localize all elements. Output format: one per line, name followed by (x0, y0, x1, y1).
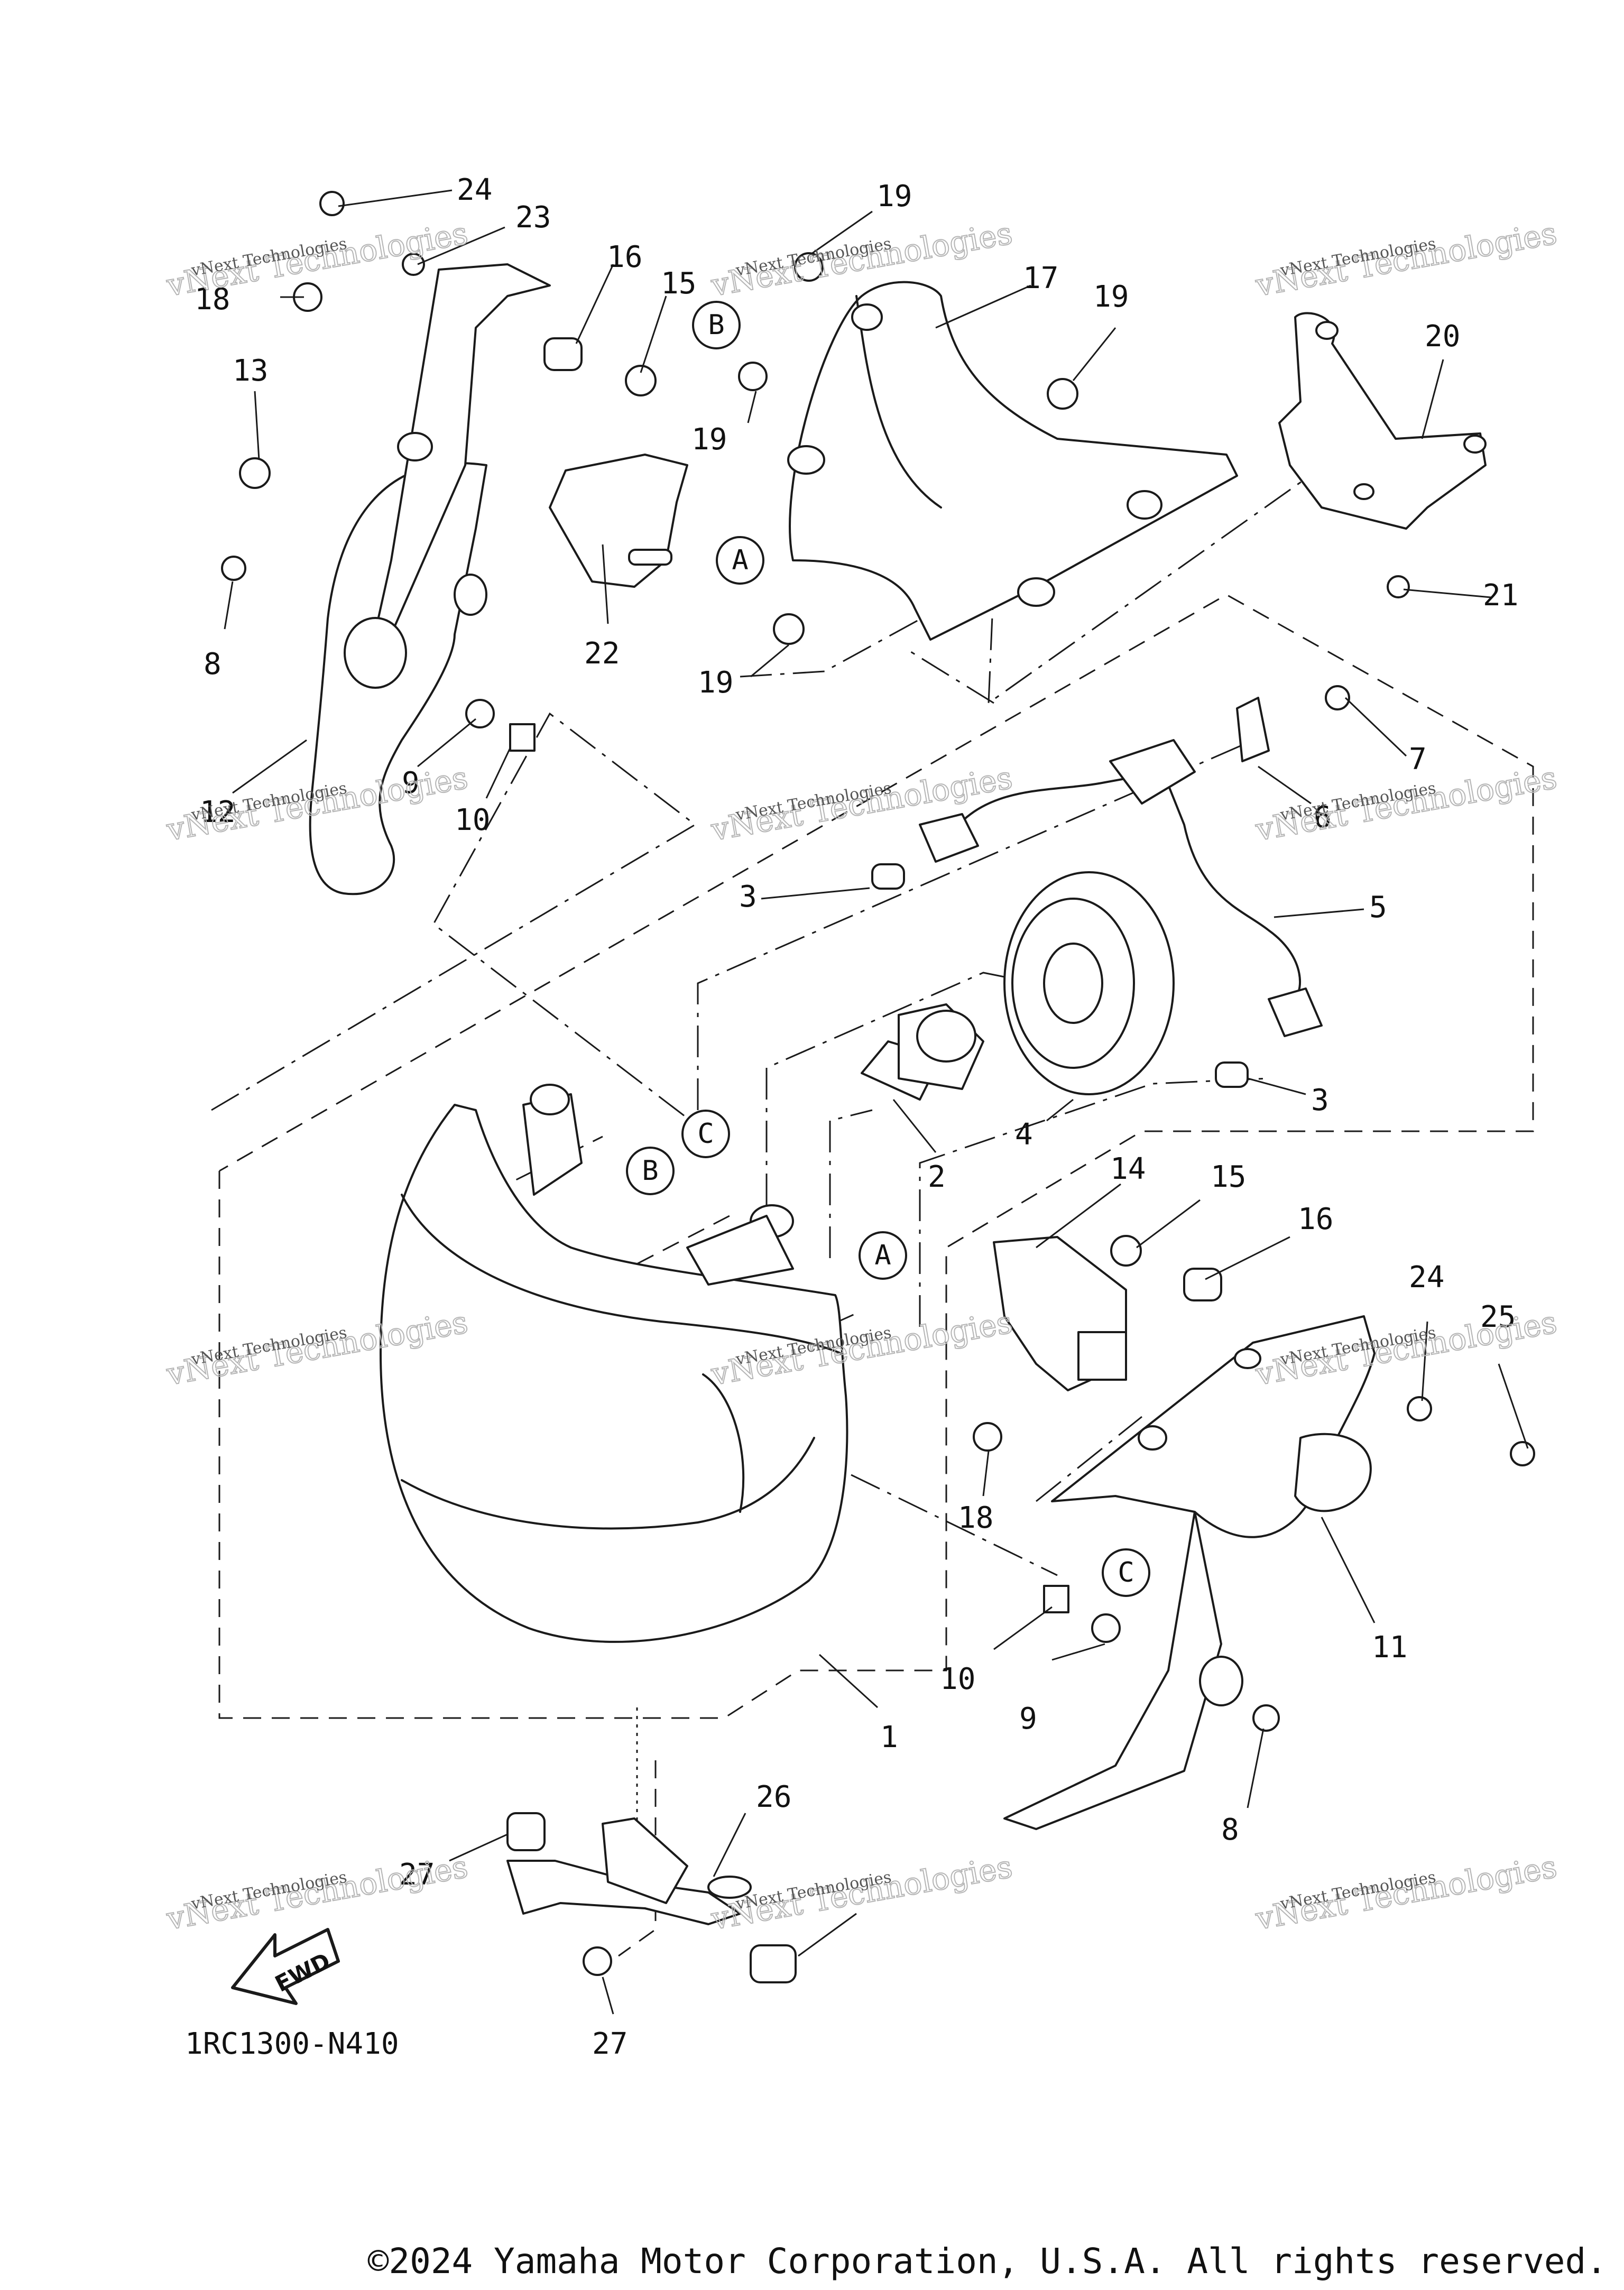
callout-24-right: 25 (1480, 1300, 1516, 1334)
callout-19-right: 19 (1093, 280, 1129, 314)
reference-marks: B A B C A C (626, 301, 1150, 1597)
left-bracket (309, 263, 551, 895)
callout-10-right: 10 (940, 1662, 975, 1696)
copyright-notice: ©2024 Yamaha Motor Corporation, U.S.A. A… (368, 2241, 1607, 2282)
callout-15-right: 15 (1211, 1160, 1246, 1194)
callout-11: 11 (1372, 1630, 1407, 1665)
callout-6: 6 (1314, 800, 1332, 835)
callout-13: 13 (233, 354, 268, 388)
callout-3-left: 3 (739, 880, 757, 914)
callout-18: 18 (195, 282, 230, 317)
callout-8-right: 8 (1221, 1813, 1239, 1847)
callout-14: 14 (1110, 1152, 1146, 1186)
callout-7: 7 (1409, 742, 1427, 777)
callout-20: 20 (1425, 319, 1460, 354)
callout-1: 1 (880, 1720, 898, 1755)
callout-8: 8 (204, 647, 222, 681)
callout-5: 5 (1369, 890, 1387, 925)
upper-bracket (1278, 312, 1487, 530)
ref-mark-b-top: B (708, 309, 724, 341)
headlight-reflector (1003, 871, 1175, 1095)
callout-12: 12 (200, 795, 235, 829)
ref-mark-c-bottom: C (1118, 1557, 1134, 1589)
callout-17: 17 (1023, 261, 1058, 296)
callout-15: 15 (661, 266, 696, 301)
callout-26: 27 (592, 2027, 628, 2061)
callout-23: 23 (515, 200, 551, 235)
fwd-direction-arrow: FWD (231, 1928, 340, 2005)
diagram-code: 1RC1300-N410 (185, 2027, 399, 2061)
wire-harness (919, 697, 1323, 1037)
callout-27-left: 27 (399, 1858, 435, 1892)
callout-9-right: 9 (1019, 1702, 1037, 1736)
assembly-outline (211, 459, 1534, 1957)
headlight-housing (787, 281, 1238, 641)
callout-21: 21 (1483, 578, 1518, 613)
callout-25: 26 (756, 1780, 791, 1814)
callout-9: 9 (402, 766, 420, 800)
callout-19-left: 19 (691, 422, 727, 457)
part-callouts: 24 23 18 16 15 13 8 12 9 10 22 19 17 19 … (195, 173, 1518, 2061)
callout-2: 2 (928, 1160, 946, 1194)
callout-19-bottom: 19 (698, 666, 733, 700)
bulb-and-socket (861, 1003, 984, 1101)
callout-16-right: 16 (1298, 1202, 1333, 1236)
callout-22: 22 (584, 636, 620, 671)
callout-3-right: 3 (1311, 1083, 1329, 1118)
lower-stay (506, 1812, 797, 1983)
leader-lines (224, 189, 1529, 2015)
right-bracket (1003, 1315, 1376, 1830)
fasteners (221, 191, 1535, 1976)
ref-mark-c-top: C (697, 1118, 714, 1150)
callout-4: 4 (1015, 1118, 1033, 1152)
callout-19-top: 19 (876, 179, 912, 214)
callout-16: 16 (607, 240, 642, 274)
callout-10: 10 (455, 803, 490, 837)
ref-mark-a-top: A (732, 544, 748, 576)
ref-mark-b-bottom: B (642, 1155, 658, 1187)
ref-mark-a-bottom: A (874, 1240, 891, 1271)
callout-24: 24 (457, 173, 492, 207)
cover-plate-14 (993, 1236, 1127, 1391)
headlight-cowl (380, 1084, 848, 1643)
callout-23-right: 24 (1409, 1260, 1444, 1295)
cover-plate-22 (549, 454, 688, 588)
callout-18-right: 18 (958, 1501, 993, 1535)
